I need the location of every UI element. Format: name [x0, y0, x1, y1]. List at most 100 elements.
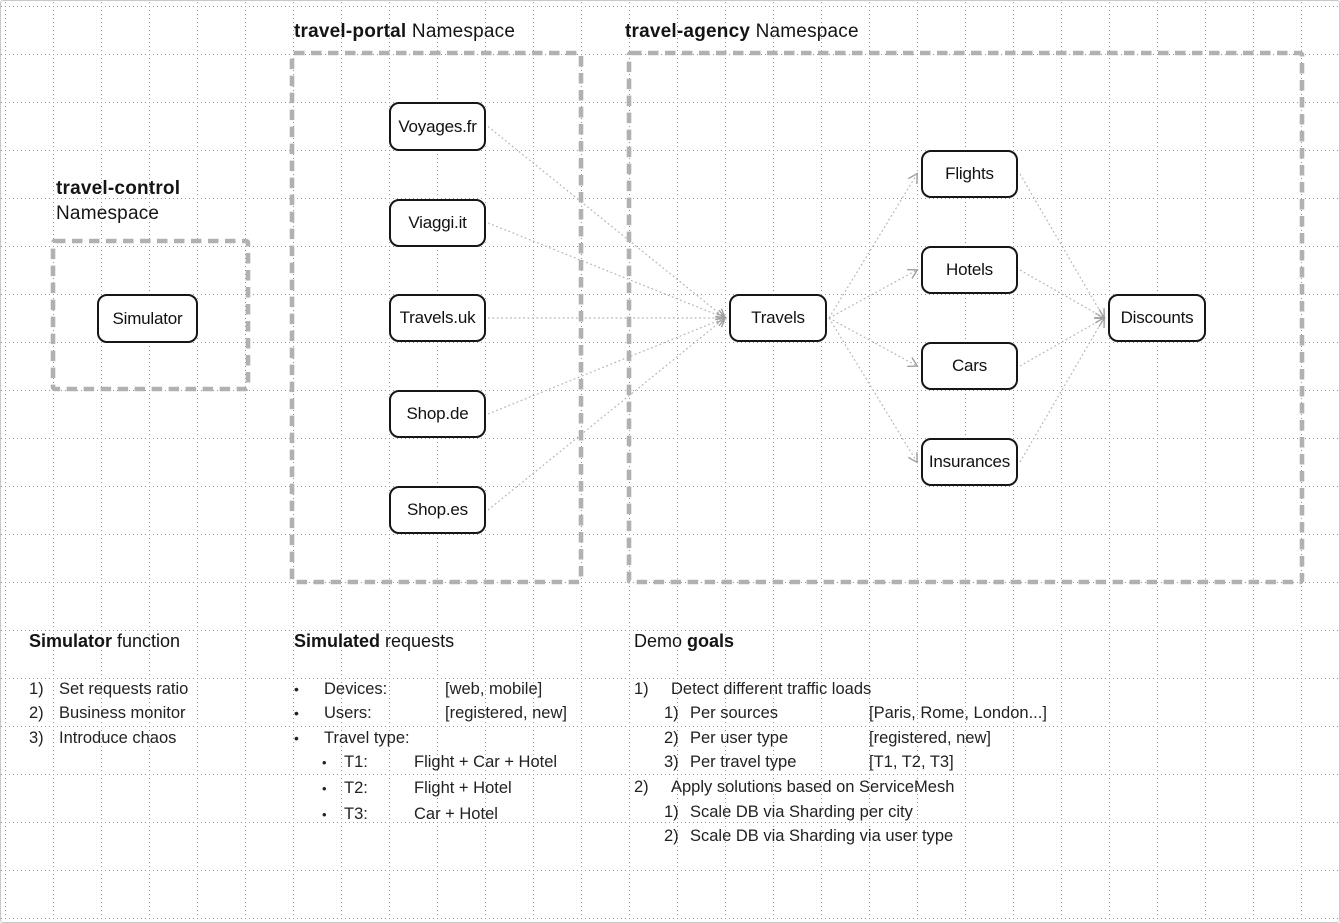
namespace-title-travel-agency: travel-agency Namespace	[625, 19, 859, 44]
list-value: Flight + Car + Hotel	[414, 753, 558, 772]
section-demo-goals: Demo goals 1) Detect different traffic lo…	[634, 629, 1114, 849]
edge-travels-to-flights	[828, 172, 919, 319]
list-value: [T1, T2, T3]	[869, 753, 954, 772]
list-number: 1)	[664, 704, 679, 723]
namespace-box-travel-portal	[289, 50, 584, 585]
list-label: Devices:	[324, 679, 388, 698]
node-cars: Cars	[921, 342, 1018, 390]
list-text: Detect different traffic loads	[671, 679, 872, 698]
list-number: 2)	[664, 827, 679, 846]
node-shopes: Shop.es	[389, 486, 486, 534]
list-text: Scale DB via Sharding via user type	[690, 827, 954, 846]
list-item: 3)Introduce chaos	[29, 726, 289, 751]
node-simulator: Simulator	[97, 294, 198, 343]
namespace-title-rest: Namespace	[56, 203, 160, 224]
list-subitem: 3) Per travel type [T1, T2, T3]	[634, 750, 1114, 775]
list-value: [web, mobile]	[445, 679, 543, 698]
list-subitem: 2) Per user type [registered, new]	[634, 726, 1114, 751]
list-label: T3:	[344, 804, 368, 823]
list-number: 1)	[664, 802, 679, 821]
list-number: 1)	[634, 679, 649, 698]
bullet-icon: •	[294, 705, 299, 722]
edge-cars-to-discounts	[1019, 317, 1106, 367]
list-item: • Travel type:	[294, 726, 634, 751]
list-item: 2) Apply solutions based on ServiceMesh	[634, 775, 1114, 800]
node-viaggi: Viaggi.it	[389, 199, 486, 247]
section-title-rest: Demo	[634, 631, 688, 651]
list-value: [registered, new]	[445, 704, 567, 723]
list-subitem: 1) Per sources [Paris, Rome, London...]	[634, 701, 1114, 726]
list-number: 1)	[29, 679, 44, 698]
list-label: T1:	[344, 753, 368, 772]
list-value: [registered, new]	[869, 728, 991, 747]
bullet-icon: •	[322, 780, 327, 796]
list-text: Set requests ratio	[59, 679, 189, 698]
list-number: 3)	[664, 753, 679, 772]
namespace-title-travel-control: travel-control Namespace	[56, 176, 180, 226]
list-value: Flight + Hotel	[414, 778, 512, 797]
edge-flights-to-discounts	[1019, 173, 1105, 320]
list-text: Business monitor	[59, 704, 186, 723]
section-title-bold: Simulator	[29, 631, 113, 651]
bullet-icon: •	[294, 729, 299, 746]
namespace-title-travel-portal: travel-portal Namespace	[294, 19, 515, 44]
list-item: • Users: [registered, new]	[294, 701, 634, 726]
list-item: 1) Detect different traffic loads	[634, 677, 1114, 702]
bullet-icon: •	[294, 680, 299, 697]
list-text: Apply solutions based on ServiceMesh	[671, 777, 955, 796]
node-hotels: Hotels	[921, 246, 1018, 294]
namespace-title-bold: travel-control	[56, 178, 181, 199]
namespace-box-travel-agency	[626, 50, 1305, 585]
list-label: Travel type:	[324, 728, 410, 747]
edge-travels-to-cars	[828, 317, 919, 368]
edge-insurances-to-discounts	[1019, 316, 1105, 463]
section-title: Simulated requests	[294, 629, 634, 654]
list-value: [Paris, Rome, London...]	[869, 704, 1047, 723]
namespace-box-travel-control	[50, 238, 251, 392]
list-label: T2:	[344, 778, 368, 797]
list-number: 2)	[29, 704, 44, 723]
namespace-title-bold: travel-agency	[625, 21, 751, 42]
list-subitem: 1) Scale DB via Sharding per city	[634, 800, 1114, 825]
list-label: Per user type	[690, 728, 789, 747]
list-subitem: • T3: Car + Hotel	[294, 802, 634, 828]
node-flights: Flights	[921, 150, 1018, 198]
edge-travels-to-insurances	[828, 317, 919, 464]
edge-arrows	[487, 126, 1106, 511]
node-shopde: Shop.de	[389, 390, 486, 438]
namespace-title-bold: travel-portal	[294, 21, 407, 42]
namespace-title-rest: Namespace	[750, 21, 859, 42]
edge-shopde-to-travels	[487, 315, 727, 415]
section-title: Simulator function	[29, 629, 289, 654]
list-text: Scale DB via Sharding per city	[690, 802, 913, 821]
bullet-icon: •	[322, 755, 327, 771]
node-travelsuk: Travels.uk	[389, 294, 486, 342]
edge-viaggi-to-travels	[487, 222, 727, 321]
section-title-rest: requests	[380, 631, 455, 651]
namespace-borders	[50, 50, 1305, 585]
list-label: Per travel type	[690, 753, 797, 772]
node-discounts: Discounts	[1108, 294, 1206, 342]
list-item: 1) Set requests ratio	[29, 677, 289, 702]
section-title-rest: function	[112, 631, 181, 651]
edge-hotels-to-discounts	[1019, 269, 1106, 319]
node-travels: Travels	[729, 294, 827, 342]
node-voyages: Voyages.fr	[389, 102, 486, 151]
list-label: Per sources	[690, 704, 779, 723]
bullet-icon: •	[322, 806, 327, 822]
list-number: 2)	[634, 777, 649, 796]
section-title: Demo goals	[634, 629, 1114, 654]
list-number: 2)	[664, 728, 679, 747]
edge-travels-to-hotels	[828, 268, 919, 319]
namespace-title-rest: Namespace	[406, 21, 516, 42]
list-label: Users:	[324, 704, 372, 723]
section-simulator-function: Simulator function 1)Set requests ratio …	[29, 629, 289, 750]
list-number: 3)	[29, 728, 44, 747]
section-title-bold: Simulated	[294, 631, 381, 651]
list-item: • Devices: [web, mobile]	[294, 677, 634, 702]
list-value: Car + Hotel	[414, 804, 498, 823]
list-subitem: • T1: Flight + Car + Hotel	[294, 750, 634, 776]
section-simulated-requests: Simulated requests • Devices: [web, mobile…	[294, 629, 634, 827]
